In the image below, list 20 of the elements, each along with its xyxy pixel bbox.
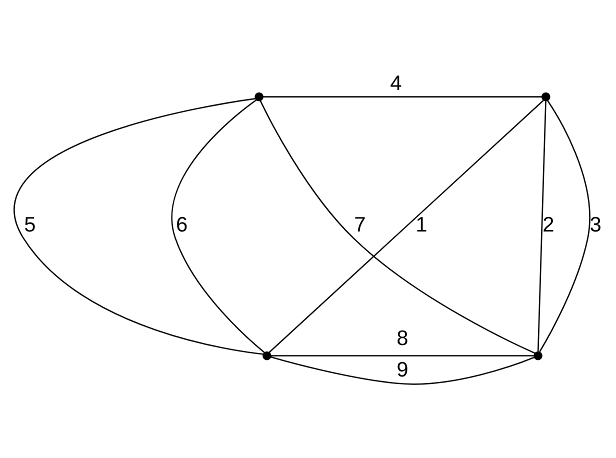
- connector: [263, 96, 542, 98]
- edge-label: 8: [396, 327, 408, 350]
- node-point: [262, 351, 272, 360]
- edge-label: 7: [354, 213, 366, 236]
- node-point: [541, 92, 550, 102]
- node-point: [254, 92, 264, 102]
- connector: [537, 100, 546, 352]
- edge-label: 4: [390, 72, 402, 95]
- connector: [270, 355, 534, 356]
- connector: [14, 98, 264, 355]
- edge-label: 5: [24, 213, 36, 236]
- edge-label: 1: [416, 213, 428, 236]
- edge-label: 3: [590, 213, 602, 236]
- edge-label: 6: [176, 213, 188, 236]
- connector: [539, 100, 590, 352]
- node-point: [534, 351, 542, 360]
- edge-label: 9: [396, 358, 408, 382]
- connector: [171, 99, 265, 354]
- connector: [270, 356, 535, 385]
- edge-label: 2: [542, 213, 554, 236]
